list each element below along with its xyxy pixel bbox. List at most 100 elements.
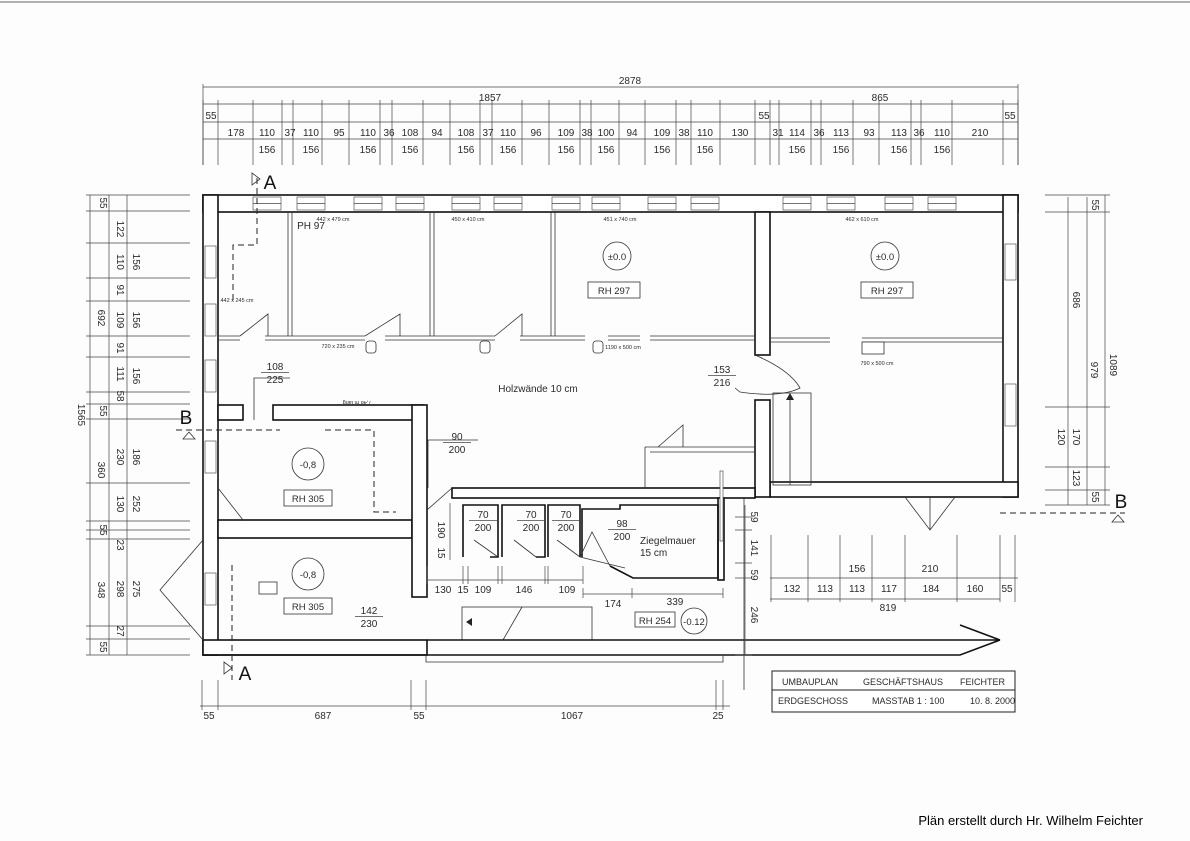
- dim-vertical: 59: [748, 569, 759, 581]
- wood-partition-wall: [218, 335, 755, 341]
- dim-vertical: 59: [748, 511, 759, 523]
- dim-segment: 110: [697, 128, 713, 139]
- terrace-outline: [425, 497, 745, 690]
- dim-segment: 130: [732, 128, 749, 139]
- dim-segment: 38: [678, 128, 690, 139]
- corridor-south-wall: [451, 487, 756, 499]
- west-entrance-roof: [159, 539, 204, 641]
- door-size-width: 98: [616, 519, 628, 530]
- room-height: RH 305: [292, 602, 324, 613]
- dim-wc: 174: [605, 599, 622, 610]
- dim-bottom: 25: [712, 711, 724, 722]
- dim-bottom: 55: [203, 711, 215, 722]
- level-value: ±0.0: [608, 252, 626, 263]
- door-size-height: 200: [475, 523, 492, 534]
- window: [1004, 383, 1017, 427]
- dim-bottom: 687: [315, 711, 332, 722]
- dim-vertical: 141: [748, 540, 759, 557]
- dim-opening: 156: [259, 145, 276, 156]
- dimension-lines: [86, 84, 1110, 710]
- door-size-width: 70: [525, 510, 537, 521]
- section-arrow-b-left-icon: [182, 431, 196, 440]
- dim-segment: 55: [1001, 584, 1013, 595]
- south-wall-east: [769, 481, 1019, 498]
- title-block-text: ERDGESCHOSS: [778, 696, 848, 706]
- room-height: RH 254: [639, 616, 671, 627]
- room-label-ph: PH 97: [297, 221, 325, 232]
- dim-segment: 110: [259, 128, 275, 139]
- dim-segment: 36: [383, 128, 395, 139]
- dim-wall: 55: [97, 524, 108, 536]
- dim-wc: 130: [435, 585, 452, 596]
- window: [204, 245, 217, 279]
- note-brick-wall: 15 cm: [640, 548, 667, 559]
- dim-segment: 108: [402, 128, 419, 139]
- door-size-height: 200: [523, 523, 540, 534]
- level-value: -0,8: [300, 570, 316, 581]
- level-circle: [291, 557, 325, 591]
- title-block-text: 10. 8. 2000: [970, 696, 1015, 706]
- dim-segment: 184: [923, 584, 940, 595]
- door-size-width: 153: [714, 365, 731, 376]
- section-line-a-top: [232, 178, 258, 300]
- level-value: -0.12: [683, 617, 705, 628]
- level-value: ±0.0: [876, 252, 894, 263]
- title-block-text: FEICHTER: [960, 677, 1006, 687]
- level-markers: [283, 241, 914, 635]
- dim-opening: 156: [303, 145, 320, 156]
- dim-opening: 156: [789, 145, 806, 156]
- dim-opening: 156: [697, 145, 714, 156]
- dim-west-block-width: 1857: [479, 93, 502, 104]
- title-block-text: GESCHÄFTSHAUS: [863, 677, 943, 687]
- dim-segment: 298: [114, 581, 125, 598]
- south-wall-west: [202, 639, 428, 656]
- dim-opening: 156: [130, 312, 141, 329]
- stairs-east: [772, 392, 812, 486]
- dim-block: 692: [95, 310, 106, 327]
- dim-opening: 156: [598, 145, 615, 156]
- room-height-box: [634, 611, 676, 628]
- dim-opening: 156: [500, 145, 517, 156]
- plan-author-caption: Plän erstellt durch Hr. Wilhelm Feichter: [918, 813, 1143, 828]
- dim-block: 348: [95, 582, 106, 599]
- dim-segment: 91: [114, 284, 125, 296]
- dim-wall: 55: [97, 197, 108, 209]
- dim-wall: 55: [1004, 111, 1016, 122]
- dim-opening: 252: [130, 496, 141, 513]
- section-mark-a: A: [239, 664, 252, 685]
- section-arrow-a-top-icon: [251, 172, 261, 186]
- dim-wc-height: 15: [435, 547, 446, 559]
- note-brick-wall: Ziegelmauer: [640, 536, 696, 547]
- dim-wc-height: 190: [435, 522, 446, 539]
- dim-segment: 114: [789, 128, 805, 139]
- stair-down-arrow-icon: [466, 618, 472, 626]
- room-height: RH 305: [292, 494, 324, 505]
- door-size-height: 216: [714, 378, 731, 389]
- room-size: 1190 x 500 cm: [605, 345, 641, 351]
- room-size: 462 x 610 cm: [845, 217, 878, 223]
- dim-opening: 156: [934, 145, 951, 156]
- level-circle: [602, 241, 632, 271]
- dim-segment: 117: [881, 584, 897, 595]
- dim-inner-depth: 979: [1088, 362, 1099, 379]
- dim-opening: 156: [891, 145, 908, 156]
- door-size-width: 70: [560, 510, 572, 521]
- partitions: [159, 212, 1003, 641]
- toilet-cubicles: [462, 504, 581, 558]
- dim-segment: 38: [581, 128, 593, 139]
- dim-wall: 55: [1089, 199, 1100, 211]
- dim-segment: 23: [114, 539, 125, 551]
- section-mark-a: A: [264, 173, 277, 194]
- dim-segment: 110: [114, 254, 125, 270]
- dim-wall: 55: [97, 641, 108, 653]
- cellar-top-wall: [272, 404, 424, 421]
- cellar-door-swings: [217, 487, 453, 521]
- dim-segment: 230: [114, 449, 125, 466]
- dim-opening: 156: [558, 145, 575, 156]
- dim-segment: 108: [458, 128, 475, 139]
- dim-segment: 100: [598, 128, 615, 139]
- room-size: 442 x 479 cm: [316, 217, 349, 223]
- leader-90: [427, 439, 478, 488]
